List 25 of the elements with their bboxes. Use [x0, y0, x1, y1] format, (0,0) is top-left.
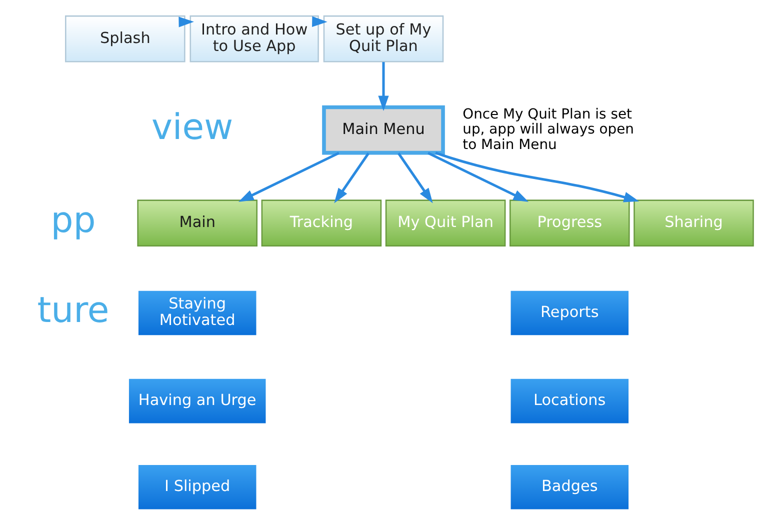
node-box: Having an Urge [128, 378, 267, 424]
node-box: Set up of My Quit Plan [323, 15, 444, 62]
node-box: Staying Motivated [137, 290, 258, 336]
node-box: Main Menu [322, 105, 445, 155]
label: pp [50, 200, 96, 241]
node-box: My Quit Plan [385, 200, 506, 247]
arrow [334, 152, 370, 204]
label: ture [37, 290, 110, 331]
node-box: Main [137, 200, 258, 247]
label: view [151, 106, 234, 148]
arrow [397, 152, 433, 204]
arrow [238, 152, 340, 202]
node-box: Sharing [634, 200, 754, 247]
node-box: Progress [510, 200, 630, 247]
node-box: Tracking [261, 200, 382, 247]
arrow [312, 16, 328, 27]
node-box: Badges [510, 464, 630, 511]
node-box: I Slipped [137, 464, 258, 511]
arrow [178, 16, 194, 28]
node-box: Reports [510, 290, 630, 336]
node-box: Locations [510, 378, 630, 424]
arrow [428, 152, 529, 202]
arrow [435, 152, 640, 202]
node-label: Once My Quit Plan is set up, app will always open to Main Menu [462, 106, 634, 153]
arrow [378, 62, 389, 111]
